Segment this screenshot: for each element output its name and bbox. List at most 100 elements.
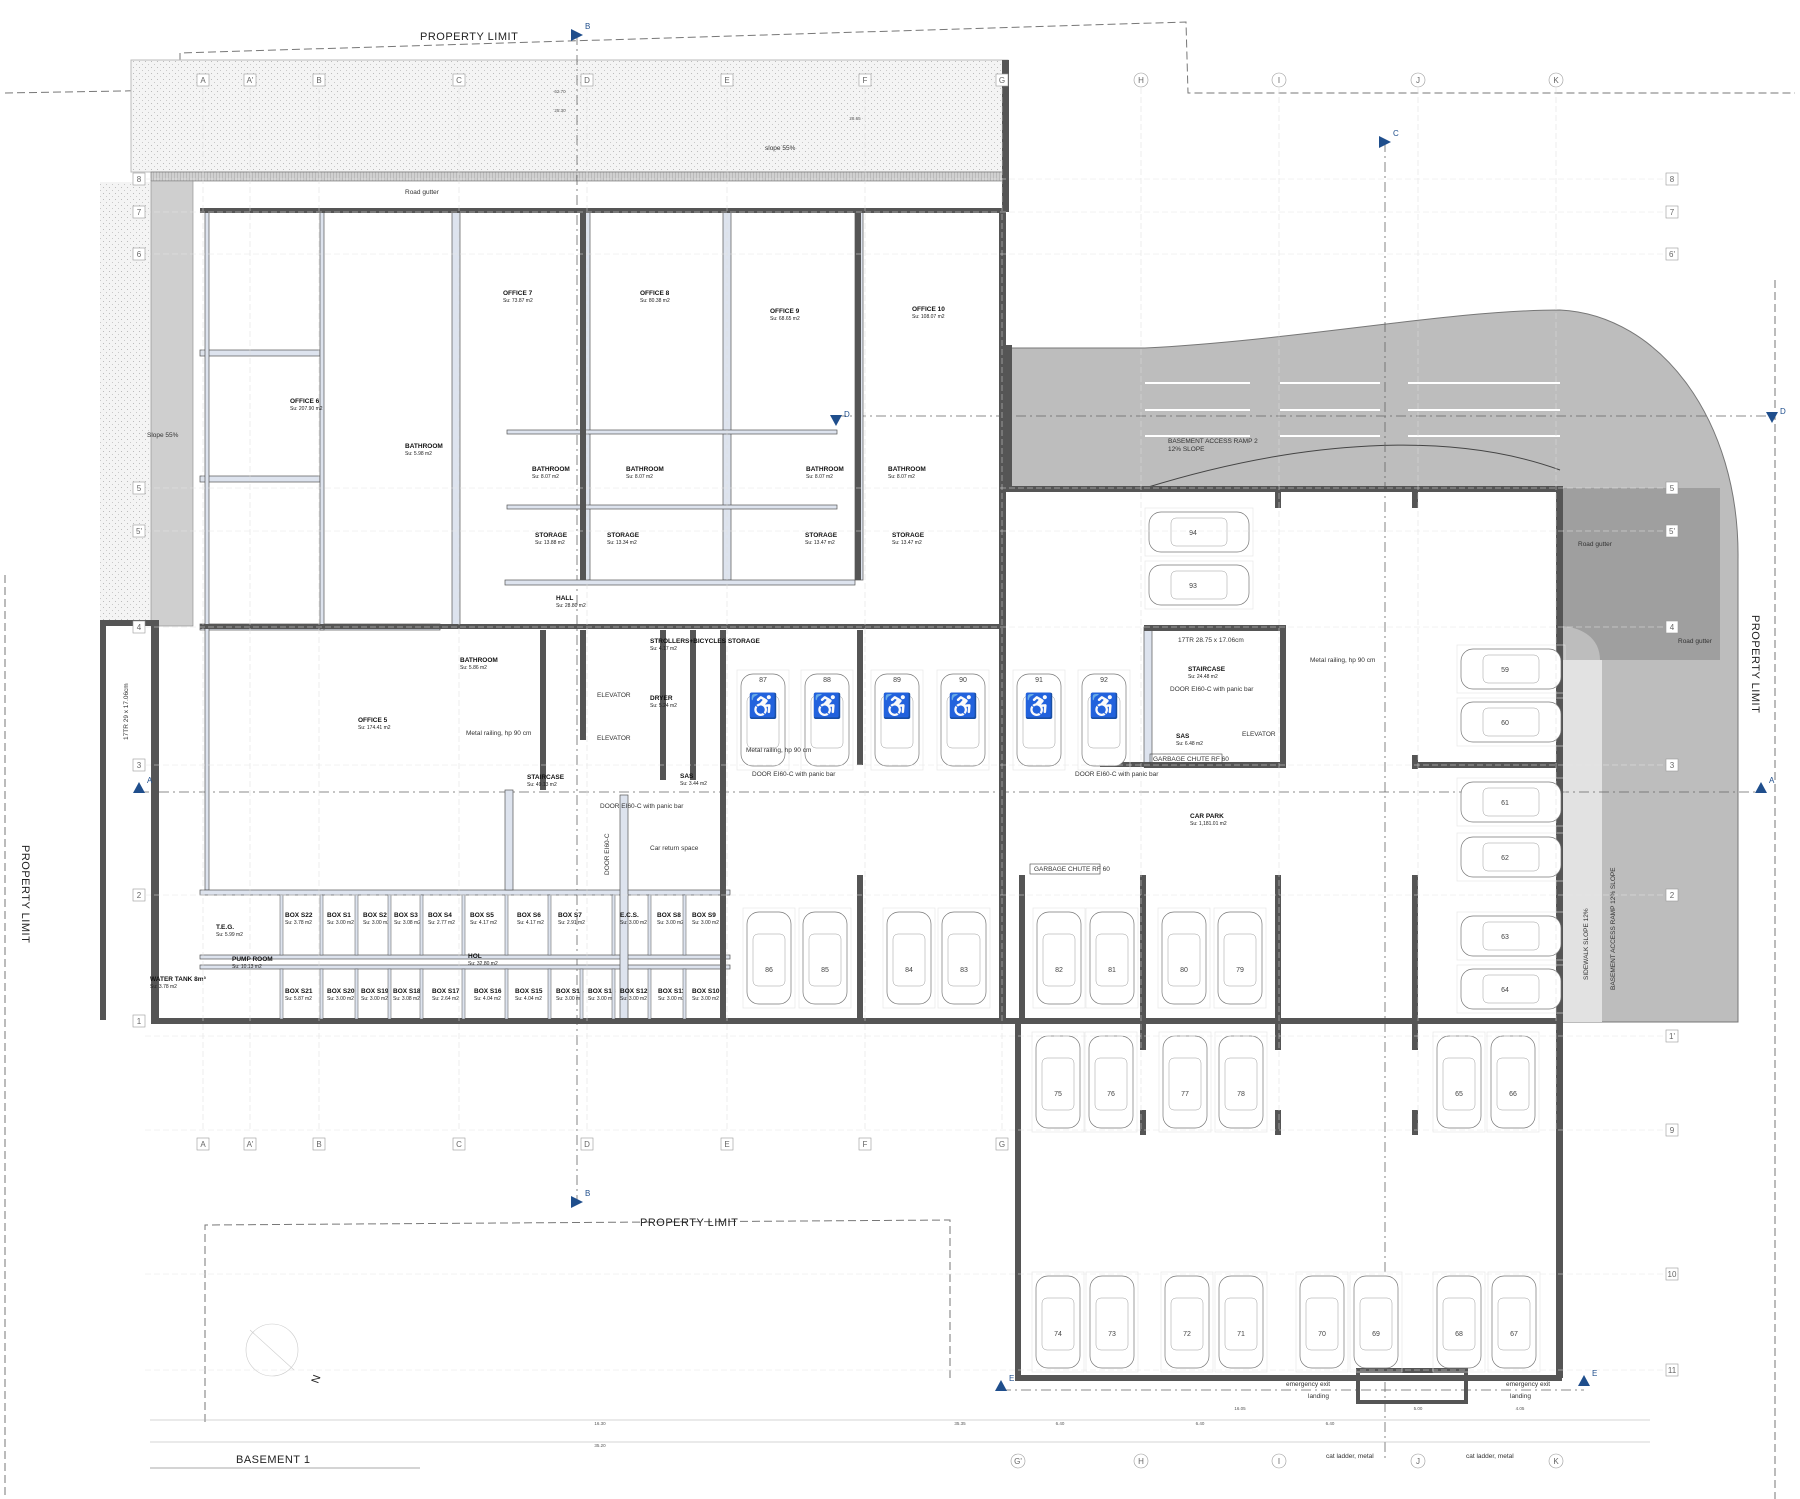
section-marker-arrow-icon [830, 415, 842, 426]
storage-box-area: Su: 3.08 m2 [394, 920, 421, 926]
parking-space: 79 [1213, 907, 1267, 1009]
grid-row-marker [1665, 172, 1679, 186]
dimension-label: 25.30 [554, 108, 566, 113]
wheelchair-icon: ♿ [812, 692, 842, 720]
storage-box-area: Su: 3.00 m2 [620, 920, 647, 926]
car-icon [740, 673, 786, 767]
grid-row-marker-label: 2 [1670, 891, 1675, 900]
section-marker-arrow-icon [133, 782, 145, 793]
grid-column-marker-label: J [1416, 76, 1420, 85]
parking-space: 74 [1031, 1271, 1085, 1373]
storage-box-name: BOX S10 [692, 988, 720, 995]
parking-space-number: 60 [1501, 720, 1509, 727]
box-partition [354, 968, 359, 1020]
grid-column-marker-label: E [724, 1140, 729, 1149]
storage-box-area: Su: 2.64 m2 [432, 996, 459, 1002]
car-icon [1353, 1275, 1399, 1369]
annotation-label: ELEVATOR [597, 692, 631, 699]
car-icon [1491, 1275, 1537, 1369]
car-icon [886, 911, 932, 1005]
parking-space-number: 75 [1054, 1091, 1062, 1098]
annotation-label: GARBAGE CHUTE RF 60 [1153, 756, 1229, 763]
annotation-label: Slope 55% [147, 432, 179, 439]
ramp-curb [1144, 444, 1561, 489]
annotation-label: DOOR EI60-C with panic bar [600, 803, 684, 810]
parking-space-number: 59 [1501, 667, 1509, 674]
parking-space: 63 [1456, 911, 1566, 961]
parking-space-number: 90 [959, 677, 967, 684]
parking-space-number: 78 [1237, 1091, 1245, 1098]
grid-row-marker-label: 7 [137, 208, 142, 217]
car-icon [1081, 673, 1127, 767]
parking-space-number: 67 [1510, 1331, 1518, 1338]
parking-space: 73 [1085, 1271, 1139, 1373]
storage-box-name: BOX S4 [428, 912, 452, 919]
storage-box-area: Su: 4.04 m2 [515, 996, 542, 1002]
parking-space: 93 [1144, 560, 1254, 610]
parking-space-number: 69 [1372, 1331, 1380, 1338]
box-partition [387, 968, 392, 1020]
box-partition [279, 968, 284, 1020]
parking-space: 77 [1158, 1031, 1212, 1133]
storage-box-area: Su: 5.87 m2 [285, 996, 312, 1002]
grid-column-marker [196, 1137, 210, 1151]
wheelchair-icon: ♿ [882, 692, 912, 720]
storage-box-name: BOX S13 [588, 988, 616, 995]
room-name: OFFICE 6 [290, 398, 320, 405]
parking-space-number: 72 [1183, 1331, 1191, 1338]
room-name: STAIRCASE [527, 774, 565, 781]
room-area: Su: 80.38 m2 [640, 298, 670, 304]
property-limit-label: PROPERTY LIMIT [420, 31, 518, 43]
grid-column-marker-label: C [456, 1140, 462, 1149]
storage-box-area: Su: 3.00 m2 [692, 920, 719, 926]
car-icon [1218, 1275, 1264, 1369]
parking-space: 72 [1160, 1271, 1214, 1373]
section-marker-label: D [1780, 407, 1786, 416]
parking-space: 70 [1295, 1271, 1349, 1373]
grid-row-marker-label: 4 [137, 623, 142, 632]
grid-column-marker-label: D [584, 76, 590, 85]
storage-box-area: Su: 4.17 m2 [470, 920, 497, 926]
grid-column-marker-label: A' [247, 76, 254, 85]
grid-column-marker [1271, 1453, 1287, 1469]
parking-space-number: 92 [1100, 677, 1108, 684]
dimension-label: 62.70 [554, 89, 566, 94]
grid-column-marker [452, 1137, 466, 1151]
parking-space-number: 63 [1501, 934, 1509, 941]
annotation-label: Metal railing, hp 90 cm [746, 747, 811, 754]
north-label: N [310, 1373, 324, 1385]
grid-row-marker-label: 6' [1669, 250, 1675, 259]
grid-column-marker [452, 73, 466, 87]
grid-row-marker [1665, 205, 1679, 219]
storage-box-name: BOX S20 [327, 988, 355, 995]
annotation-label: Metal railing, hp 90 cm [1310, 657, 1375, 664]
parking-space: 61 [1456, 777, 1566, 827]
wheelchair-icon: ♿ [1024, 692, 1054, 720]
grid-row-marker [1665, 524, 1679, 538]
grid-column-marker-label: H [1138, 1457, 1144, 1466]
storage-box-name: BOX S11 [658, 988, 685, 995]
parking-space-number: 94 [1189, 530, 1197, 537]
annotation-label: DOOR EI60-C [604, 833, 611, 875]
section-marker-arrow-icon [1755, 782, 1767, 793]
parking-space: 75 [1031, 1031, 1085, 1133]
property-limit-label: PROPERTY LIMIT [19, 845, 31, 943]
section-marker-arrow-icon [1379, 136, 1391, 148]
car-icon [1035, 1275, 1081, 1369]
annotation-label: Road gutter [1578, 541, 1613, 548]
storage-box-area: Su: 3.00 m2 [556, 996, 583, 1002]
room-area: Su: 13.47 m2 [805, 540, 835, 546]
parking-space: 83 [937, 907, 991, 1009]
property-limit-label: PROPERTY LIMIT [640, 1217, 738, 1229]
parking-space: 89♿ [870, 669, 924, 771]
storage-box-name: BOX S21 [285, 988, 313, 995]
storage-box-name: BOX S6 [517, 912, 541, 919]
grid-row-marker-label: 3 [137, 761, 142, 770]
parking-space: 94 [1144, 507, 1254, 557]
car-icon [804, 673, 850, 767]
grid-column-marker [995, 1137, 1009, 1151]
drawing-title: BASEMENT 1 [236, 1454, 311, 1466]
annotation-label: BASEMENT ACCESS RAMP 12% SLOPE [1610, 867, 1617, 990]
annotation-label: DOOR EI60-C with panic bar [1075, 771, 1159, 778]
